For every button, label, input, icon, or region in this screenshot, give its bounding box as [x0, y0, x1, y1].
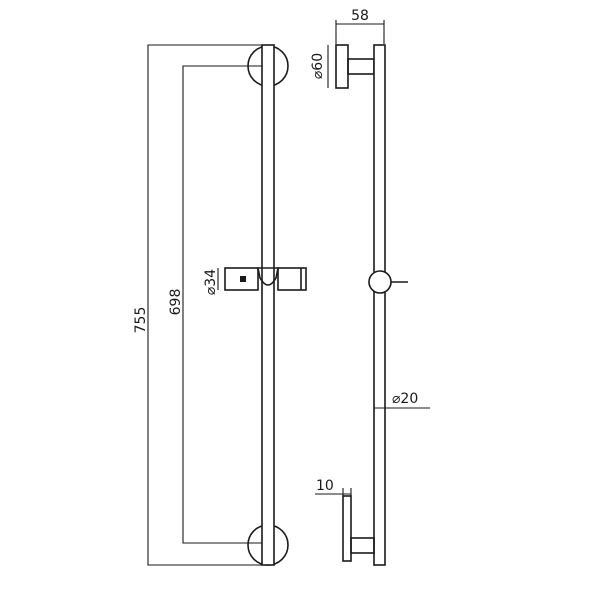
top-bracket-arm — [347, 58, 375, 75]
rail-side — [373, 44, 386, 566]
label-rail-diameter: ⌀20 — [392, 391, 418, 407]
bottom-bracket-side — [342, 495, 352, 562]
dimension-line-755 — [147, 44, 268, 566]
top-bracket-side — [335, 44, 349, 89]
slider-holder — [224, 267, 307, 291]
label-slider-diameter: ⌀34 — [203, 269, 219, 295]
label-10: 10 — [316, 478, 334, 494]
dimension-line-58 — [335, 20, 385, 44]
label-58: 58 — [351, 8, 369, 24]
label-698: 698 — [168, 289, 184, 316]
slider-side — [368, 270, 392, 294]
label-bracket-diameter: ⌀60 — [310, 53, 326, 79]
slider-cup — [257, 267, 279, 286]
side-view — [315, 20, 430, 566]
dimension-line-698 — [182, 65, 268, 544]
slider-left-block — [224, 267, 259, 291]
dimension-line-10 — [315, 488, 352, 496]
rail-front — [261, 44, 275, 566]
slider-right-block — [277, 267, 307, 291]
bottom-bracket-arm — [350, 537, 375, 554]
slider-knob — [240, 276, 246, 282]
label-755: 755 — [133, 307, 149, 334]
front-view — [147, 44, 307, 566]
